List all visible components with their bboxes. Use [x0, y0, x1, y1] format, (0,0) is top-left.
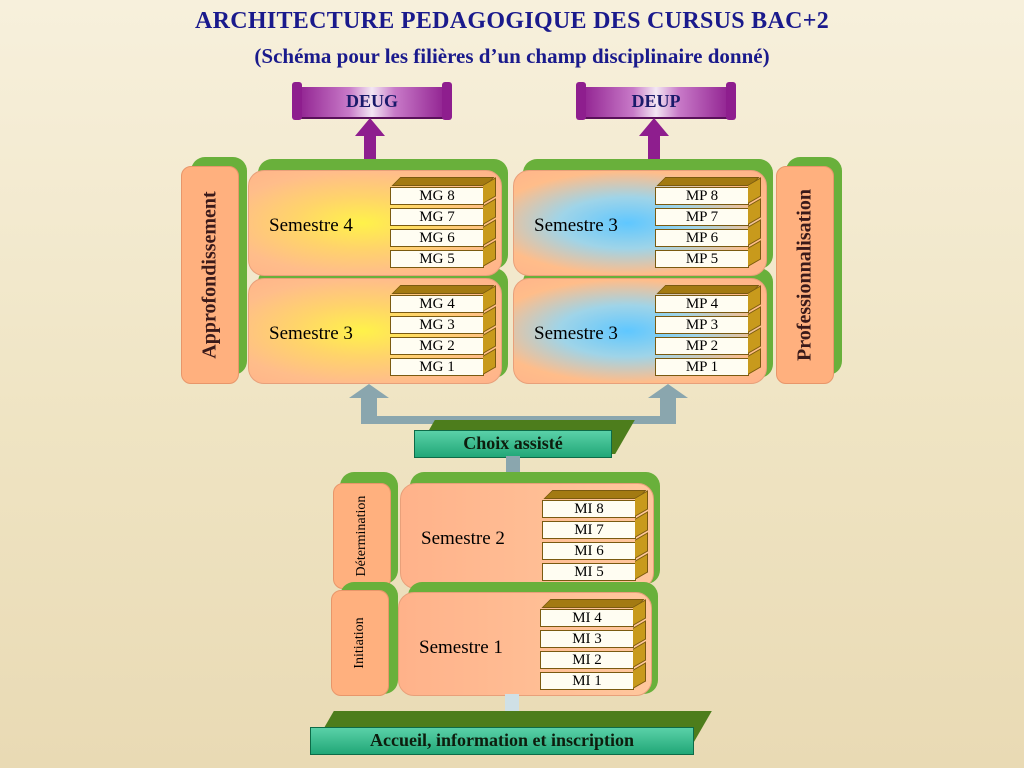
page-title: ARCHITECTURE PEDAGOGIQUE DES CURSUS BAC+… — [194, 8, 830, 34]
semestre-4-panel: Semestre 4 MG 8 MG 7 MG 6 MG 5 — [248, 170, 502, 276]
professionnalisation-label: Professionnalisation — [793, 189, 816, 361]
semestre-1-panel: Semestre 1 MI 4 MI 3 MI 2 MI 1 — [398, 592, 652, 696]
semestre-panel: Semestre 3 MP 8 MP 7 MP 6 MP 5 — [513, 170, 767, 276]
determination-sidebar: Détermination — [333, 483, 391, 589]
module-box: MI 2 — [540, 651, 634, 669]
initiation-label: Initiation — [352, 617, 367, 669]
page-subtitle: (Schéma pour les filières d’un champ dis… — [254, 44, 770, 68]
module-box: MI 3 — [540, 630, 634, 648]
semestre-3-panel: Semestre 3 MG 4 MG 3 MG 2 MG 1 — [248, 278, 502, 384]
semester-label: Semestre 3 — [534, 215, 618, 236]
deup-ribbon: DEUP — [576, 82, 736, 120]
semester-label: Semestre 4 — [269, 215, 353, 236]
module-stack: MP 4 MP 3 MP 2 MP 1 — [655, 285, 760, 379]
book-top — [541, 599, 645, 608]
module-stack: MI 8 MI 7 MI 6 MI 5 — [542, 490, 647, 584]
module-box: MI 5 — [542, 563, 636, 581]
professionnalisation-sidebar: Professionnalisation — [776, 166, 834, 384]
book-top — [391, 177, 495, 186]
semester-label: Semestre 1 — [419, 637, 503, 658]
module-box: MP 6 — [655, 229, 749, 247]
module-box: MP 4 — [655, 295, 749, 313]
initiation-sidebar: Initiation — [331, 590, 389, 696]
module-box: MG 1 — [390, 358, 484, 376]
book-top — [656, 177, 760, 186]
book-top — [543, 490, 647, 499]
up-arrow-icon — [349, 384, 389, 398]
module-box: MI 8 — [542, 500, 636, 518]
semester-label: Semestre 3 — [534, 323, 618, 344]
accueil-bar: Accueil, information et inscription — [310, 727, 694, 755]
up-arrow-icon — [639, 118, 669, 172]
module-stack: MG 8 MG 7 MG 6 MG 5 — [390, 177, 495, 271]
module-box: MG 7 — [390, 208, 484, 226]
module-stack: MG 4 MG 3 MG 2 MG 1 — [390, 285, 495, 379]
book-top — [656, 285, 760, 294]
module-box: MG 2 — [390, 337, 484, 355]
module-box: MG 6 — [390, 229, 484, 247]
module-box: MI 1 — [540, 672, 634, 690]
module-box: MP 7 — [655, 208, 749, 226]
connector — [505, 694, 519, 716]
module-box: MG 4 — [390, 295, 484, 313]
approfondissement-label: Approfondissement — [198, 191, 221, 359]
determination-label: Détermination — [354, 495, 369, 577]
module-stack: MI 4 MI 3 MI 2 MI 1 — [540, 599, 645, 693]
module-box: MI 7 — [542, 521, 636, 539]
deug-label: DEUG — [345, 91, 398, 111]
module-box: MP 8 — [655, 187, 749, 205]
semester-label: Semestre 3 — [269, 323, 353, 344]
deug-ribbon: DEUG — [292, 82, 452, 120]
approfondissement-sidebar: Approfondissement — [181, 166, 239, 384]
book-top — [391, 285, 495, 294]
module-box: MI 6 — [542, 542, 636, 560]
semestre-2-panel: Semestre 2 MI 8 MI 7 MI 6 MI 5 — [400, 483, 654, 589]
semestre-panel: Semestre 3 MP 4 MP 3 MP 2 MP 1 — [513, 278, 767, 384]
module-box: MI 4 — [540, 609, 634, 627]
module-box: MP 1 — [655, 358, 749, 376]
semester-label: Semestre 2 — [421, 528, 505, 549]
module-box: MG 5 — [390, 250, 484, 268]
module-box: MP 3 — [655, 316, 749, 334]
choix-assiste-bar: Choix assisté — [414, 430, 612, 458]
deup-label: DEUP — [631, 91, 681, 111]
module-box: MP 2 — [655, 337, 749, 355]
module-box: MP 5 — [655, 250, 749, 268]
module-box: MG 8 — [390, 187, 484, 205]
module-stack: MP 8 MP 7 MP 6 MP 5 — [655, 177, 760, 271]
up-arrow-icon — [648, 384, 688, 398]
module-box: MG 3 — [390, 316, 484, 334]
